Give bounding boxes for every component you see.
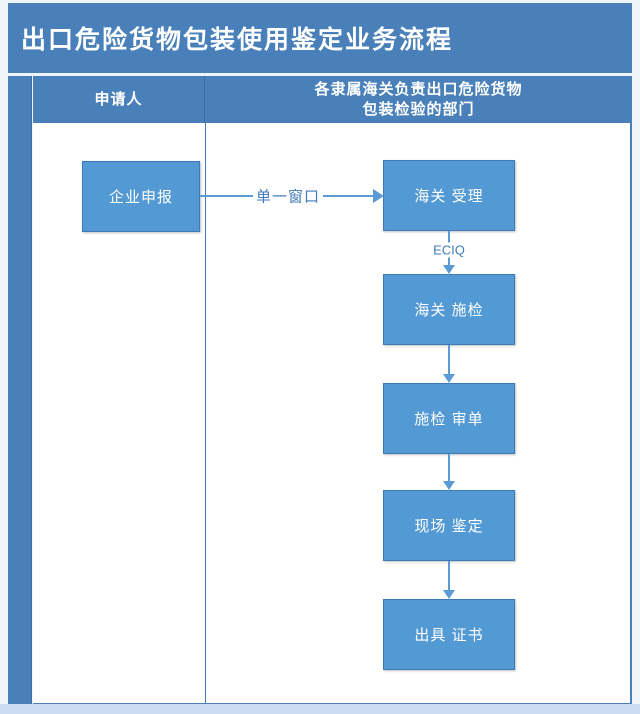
node-issue-certificate-label: 出具 证书 xyxy=(414,627,484,644)
arrowhead-down-icon xyxy=(443,265,455,274)
diagram-title-band: 出口危险货物包装使用鉴定业务流程 xyxy=(8,3,632,73)
lane-header-row: 申请人 各隶属海关负责出口危险货物 包装检验的部门 xyxy=(33,76,632,123)
node-customs-inspection: 海关 施检 xyxy=(383,274,515,345)
node-issue-certificate: 出具 证书 xyxy=(383,599,515,670)
lane-left-strip xyxy=(8,76,32,705)
node-enterprise-declaration: 企业申报 xyxy=(82,161,200,232)
connector-single-window-label: 单一窗口 xyxy=(252,185,324,207)
diagram-title: 出口危险货物包装使用鉴定业务流程 xyxy=(21,26,454,54)
node-customs-acceptance-label: 海关 受理 xyxy=(414,188,484,205)
connector-eciq-label: ECIQ xyxy=(430,242,468,258)
node-customs-inspection-label: 海关 施检 xyxy=(414,302,484,319)
lane-header-applicant: 申请人 xyxy=(33,76,205,123)
node-enterprise-declaration-label: 企业申报 xyxy=(108,189,173,206)
node-customs-acceptance: 海关 受理 xyxy=(383,160,515,231)
arrowhead-down-icon xyxy=(443,590,455,599)
lane-header-customs-line1: 各隶属海关负责出口危险货物 xyxy=(314,80,523,98)
arrowhead-down-icon xyxy=(443,374,455,383)
node-onsite-appraisal-label: 现场 鉴定 xyxy=(414,518,484,535)
arrowhead-right-icon xyxy=(373,189,384,203)
lane-header-applicant-label: 申请人 xyxy=(94,90,143,108)
swimlane-flowchart: 出口危险货物包装使用鉴定业务流程 申请人 各隶属海关负责出口危险货物 包装检验的… xyxy=(8,3,632,705)
arrowhead-down-icon xyxy=(443,481,455,490)
node-onsite-appraisal: 现场 鉴定 xyxy=(383,490,515,561)
connector-step3-step4-line xyxy=(448,454,450,483)
connector-step4-step5-line xyxy=(448,561,450,592)
lane-header-customs: 各隶属海关负责出口危险货物 包装检验的部门 xyxy=(205,76,632,123)
node-inspection-document-review: 施检 审单 xyxy=(383,383,515,454)
lane-divider-line xyxy=(205,123,206,703)
node-inspection-document-review-label: 施检 审单 xyxy=(414,411,484,428)
bottom-margin-strip xyxy=(0,704,640,714)
connector-step2-step3-line xyxy=(448,345,450,376)
lane-header-customs-line2: 包装检验的部门 xyxy=(362,100,475,118)
